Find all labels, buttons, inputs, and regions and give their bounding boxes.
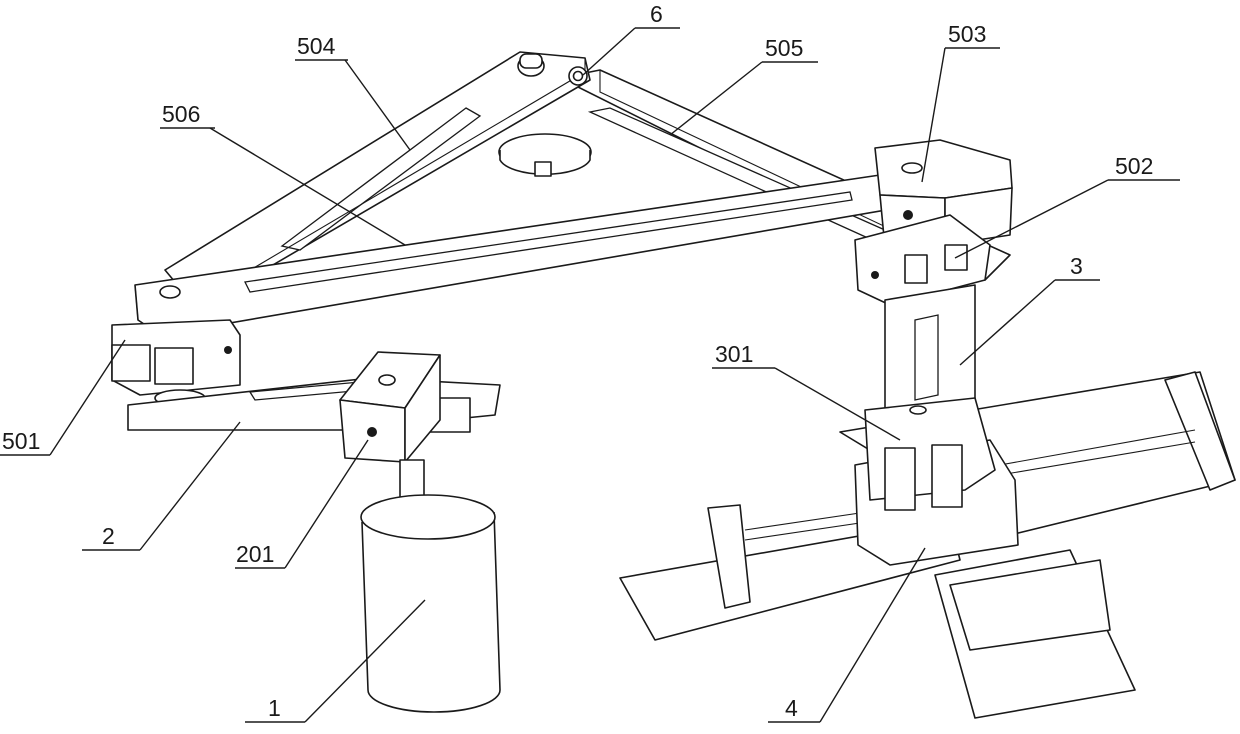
label-6: 6	[650, 1, 663, 27]
hinge-6	[499, 134, 591, 176]
block-501	[112, 320, 240, 406]
cylinder-1	[361, 460, 500, 712]
label-3: 3	[1070, 253, 1083, 279]
label-2: 2	[102, 523, 115, 549]
label-301: 301	[715, 341, 753, 367]
label-504: 504	[297, 33, 336, 59]
label-505: 505	[765, 35, 803, 61]
label-506: 506	[162, 101, 200, 127]
label-201: 201	[236, 541, 274, 567]
label-4: 4	[785, 695, 798, 721]
label-503: 503	[948, 21, 986, 47]
label-501: 501	[2, 428, 40, 454]
clamp-201	[340, 352, 440, 462]
label-1: 1	[268, 695, 281, 721]
label-502: 502	[1115, 153, 1153, 179]
